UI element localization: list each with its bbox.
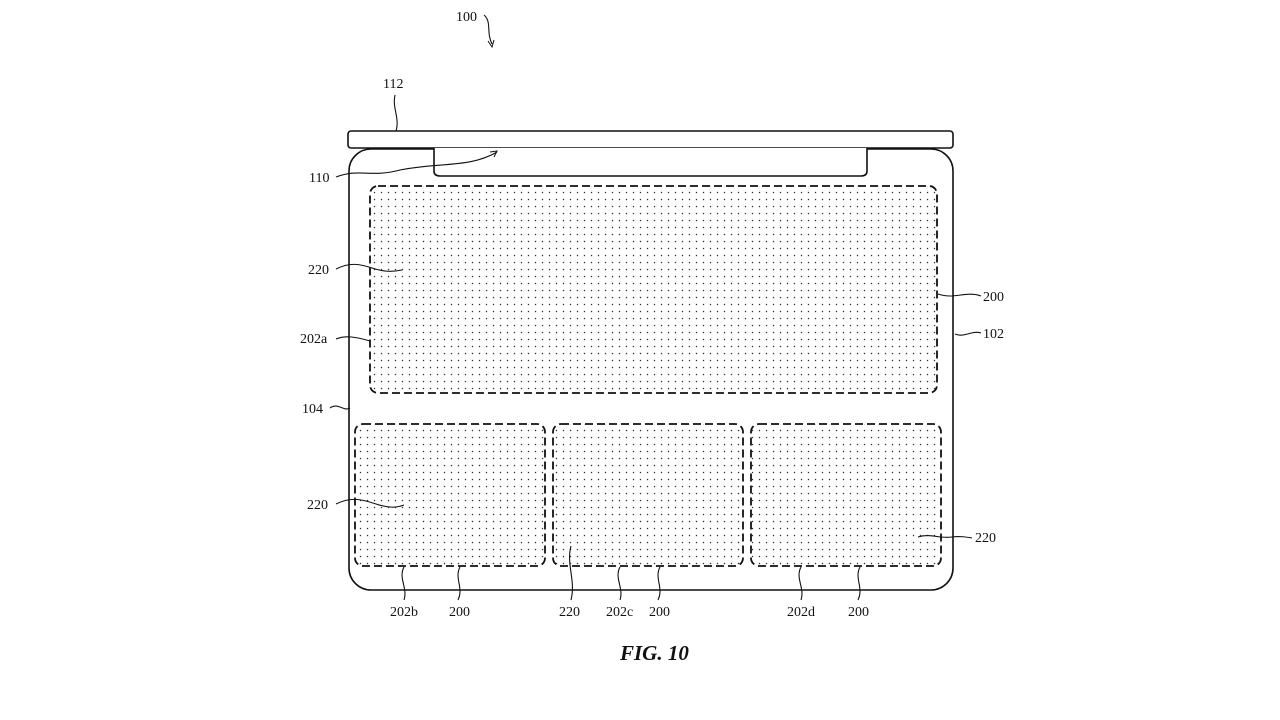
display-lid <box>347 130 954 149</box>
label-112: 112 <box>383 77 403 92</box>
reference-labels: 100 112 110 220 202a 200 102 104 220 220… <box>300 10 1004 620</box>
label-102: 102 <box>983 327 1004 342</box>
leader-202d <box>798 566 803 601</box>
leader-100 <box>483 14 493 45</box>
label-104: 104 <box>302 402 323 417</box>
leader-104 <box>329 405 351 410</box>
hinge <box>433 148 868 177</box>
label-220-middle: 220 <box>559 605 580 620</box>
label-202d: 202d <box>787 605 815 620</box>
figure-caption: FIG. 10 <box>619 641 689 665</box>
leader-220-right <box>917 535 973 539</box>
perforated-region-right <box>750 423 942 567</box>
leader-102 <box>954 331 982 336</box>
label-202c: 202c <box>606 605 633 620</box>
label-220-left: 220 <box>307 498 328 513</box>
leader-202c <box>617 566 622 601</box>
label-220-right: 220 <box>975 531 996 546</box>
label-202b: 202b <box>390 605 418 620</box>
leader-lines <box>329 14 982 601</box>
label-220-main: 220 <box>308 263 329 278</box>
label-200-left: 200 <box>449 605 470 620</box>
leader-200-middle <box>657 566 661 601</box>
label-200-middle: 200 <box>649 605 670 620</box>
leader-200-left <box>457 566 461 601</box>
leader-112 <box>393 94 398 132</box>
leader-200-right <box>937 293 982 297</box>
label-110: 110 <box>309 171 329 186</box>
leader-202a <box>335 336 371 342</box>
label-200-right: 200 <box>983 290 1004 305</box>
leader-110 <box>335 151 498 178</box>
arrowhead-110 <box>489 150 498 158</box>
label-100: 100 <box>456 10 477 25</box>
label-200-bottom-right: 200 <box>848 605 869 620</box>
label-202a: 202a <box>300 332 328 347</box>
leader-220-middle <box>569 545 573 601</box>
perforated-region-middle <box>552 423 744 567</box>
leader-200-bottom-right <box>857 566 861 601</box>
leader-220-left <box>335 498 405 508</box>
leader-220-main <box>335 263 403 272</box>
arrowhead-100 <box>487 39 495 49</box>
perforated-region-left <box>354 423 546 567</box>
perforated-region-main <box>369 185 938 394</box>
leader-202b <box>401 566 406 601</box>
